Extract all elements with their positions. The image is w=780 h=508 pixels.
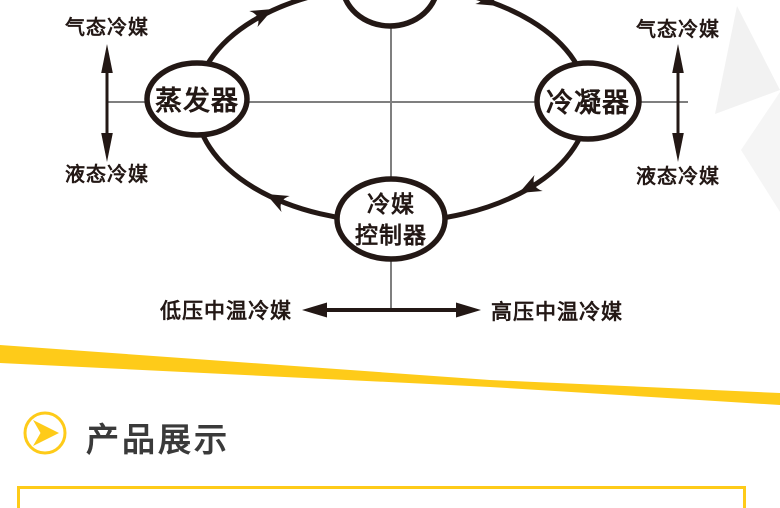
left-gas-label: 气态冷媒 — [64, 15, 149, 39]
left-phase-double-arrow — [101, 44, 113, 162]
flow-arrowhead-controller-to-evaporator — [266, 194, 290, 213]
compressor-node — [342, 0, 438, 29]
product-display-box — [17, 486, 746, 508]
right-arrow-up-head — [672, 44, 684, 73]
bottom-arrow-right-head — [456, 302, 481, 318]
right-phase-double-arrow — [672, 44, 684, 162]
controller-label-line1: 冷媒 — [367, 191, 415, 218]
right-liquid-label: 液态冷媒 — [636, 164, 720, 188]
condenser-node — [534, 60, 642, 142]
high-pressure-label: 高压中温冷媒 — [491, 300, 623, 324]
left-liquid-label: 液态冷媒 — [65, 162, 149, 186]
left-arrow-up-head — [101, 44, 113, 73]
right-arrow-down-head — [672, 133, 684, 162]
section-header-icon — [23, 411, 67, 455]
condenser-label: 冷凝器 — [546, 88, 630, 119]
flow-arrowhead-condenser-to-controller — [519, 174, 543, 193]
yellow-ribbon-divider — [0, 345, 780, 405]
play-arrow-icon — [33, 420, 59, 446]
section-title: 产品展示 — [86, 420, 230, 459]
evaporator-label: 蒸发器 — [155, 85, 239, 117]
evaporator-node — [144, 60, 250, 138]
background-triangle-shape — [715, 6, 780, 114]
controller-node — [334, 176, 448, 262]
low-pressure-label: 低压中温冷媒 — [159, 299, 292, 323]
icon-ring — [23, 411, 67, 455]
bottom-pressure-double-arrow — [302, 302, 481, 318]
flow-arrowhead-evaporator-to-compressor — [249, 9, 273, 28]
left-arrow-down-head — [101, 133, 113, 162]
background-triangle-shape — [741, 92, 780, 212]
bottom-arrow-left-head — [302, 302, 327, 318]
right-gas-label: 气态冷媒 — [635, 17, 720, 41]
controller-label-line2: 控制器 — [355, 222, 427, 249]
flow-arrowhead-compressor-to-condenser — [475, 0, 499, 6]
